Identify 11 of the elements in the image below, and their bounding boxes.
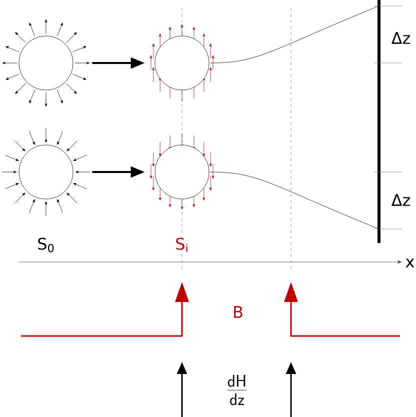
bubble xyxy=(154,144,210,200)
surface-label: S$_{i}$ xyxy=(176,238,188,252)
dimension-label: Δz xyxy=(391,32,410,44)
bubble xyxy=(154,36,210,90)
bubble xyxy=(18,36,74,90)
surface-label: S$_{0}$ xyxy=(38,238,54,252)
field-label: B xyxy=(234,306,242,318)
bubble xyxy=(18,144,74,200)
dimension-label: Δz xyxy=(391,194,410,206)
gradient-label: $\frac{\mathsf{dH}}{\mathsf{dz}}$ xyxy=(227,374,247,406)
axis-label: x xyxy=(406,258,414,268)
